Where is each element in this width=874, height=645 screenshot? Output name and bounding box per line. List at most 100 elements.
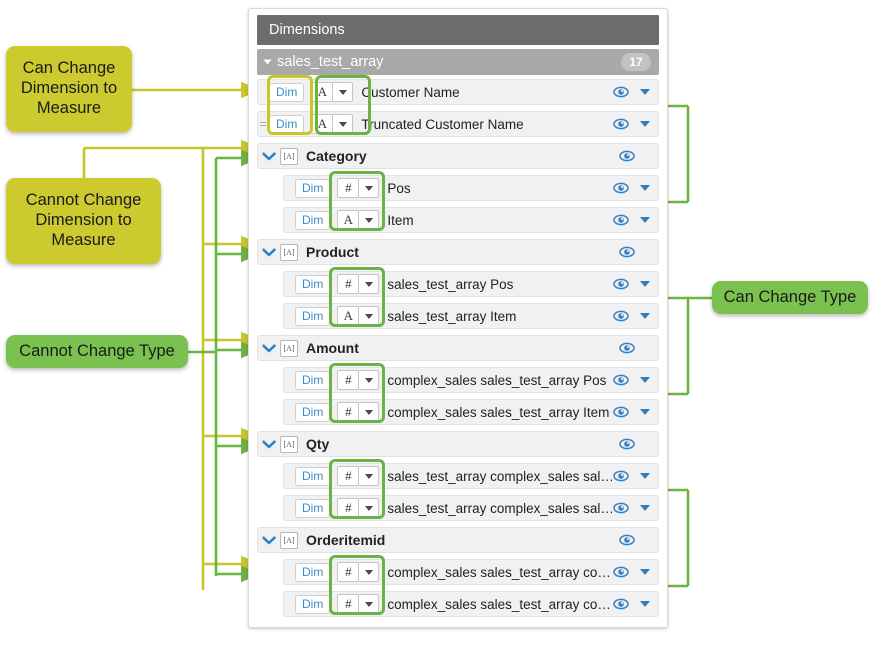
collapse-chevron-icon[interactable]	[258, 536, 280, 545]
dimension-badge[interactable]: Dim	[295, 466, 331, 486]
type-selector[interactable]: #	[337, 594, 380, 614]
dimension-badge[interactable]: Dim	[295, 274, 331, 294]
visibility-eye-icon[interactable]	[612, 277, 630, 291]
visibility-eye-icon[interactable]	[612, 405, 630, 419]
dimension-badge[interactable]: Dim	[295, 562, 331, 582]
row-chevron-down-icon[interactable]	[640, 409, 650, 415]
visibility-eye-icon[interactable]	[612, 565, 630, 579]
visibility-eye-icon[interactable]	[618, 533, 636, 547]
type-icon[interactable]: #	[337, 466, 360, 486]
type-chevron-down-icon[interactable]	[359, 178, 380, 198]
type-selector[interactable]: #	[337, 402, 380, 422]
type-icon[interactable]: #	[337, 562, 360, 582]
type-selector[interactable]: #	[337, 498, 380, 518]
collapse-chevron-icon[interactable]	[258, 440, 280, 449]
visibility-eye-icon[interactable]	[612, 309, 630, 323]
table-group-bar[interactable]: sales_test_array 17	[257, 49, 659, 75]
dimension-badge[interactable]: Dim	[295, 402, 331, 422]
visibility-eye-icon[interactable]	[618, 437, 636, 451]
type-chevron-down-icon[interactable]	[359, 306, 380, 326]
row-chevron-down-icon[interactable]	[640, 313, 650, 319]
dimension-badge[interactable]: Dim	[295, 370, 331, 390]
visibility-eye-icon[interactable]	[612, 501, 630, 515]
field-row[interactable]: =Dim#complex_sales sales_test_array co…	[283, 559, 659, 585]
triangle-down-icon[interactable]	[263, 59, 272, 65]
dimension-badge[interactable]: Dim	[295, 306, 331, 326]
type-selector[interactable]: #	[337, 274, 380, 294]
type-chevron-down-icon[interactable]	[333, 114, 354, 134]
type-selector[interactable]: A	[311, 114, 354, 134]
visibility-eye-icon[interactable]	[618, 245, 636, 259]
type-chevron-down-icon[interactable]	[359, 466, 380, 486]
dimension-badge[interactable]: Dim	[295, 594, 331, 614]
row-chevron-down-icon[interactable]	[640, 121, 650, 127]
type-selector[interactable]: #	[337, 562, 380, 582]
visibility-eye-icon[interactable]	[612, 469, 630, 483]
field-row[interactable]: =Dim#Pos	[283, 175, 659, 201]
field-row[interactable]: =Dim#complex_sales sales_test_array co…	[283, 591, 659, 617]
type-chevron-down-icon[interactable]	[359, 370, 380, 390]
type-selector[interactable]: #	[337, 178, 380, 198]
row-chevron-down-icon[interactable]	[640, 217, 650, 223]
group-row[interactable]: [A]Category	[257, 143, 659, 169]
type-icon[interactable]: A	[337, 306, 360, 326]
row-chevron-down-icon[interactable]	[640, 505, 650, 511]
type-selector[interactable]: A	[337, 306, 380, 326]
row-chevron-down-icon[interactable]	[640, 89, 650, 95]
dimension-badge[interactable]: Dim	[295, 178, 331, 198]
type-chevron-down-icon[interactable]	[359, 402, 380, 422]
type-icon[interactable]: #	[337, 594, 360, 614]
collapse-chevron-icon[interactable]	[258, 344, 280, 353]
type-chevron-down-icon[interactable]	[333, 82, 354, 102]
row-chevron-down-icon[interactable]	[640, 185, 650, 191]
type-chevron-down-icon[interactable]	[359, 562, 380, 582]
type-chevron-down-icon[interactable]	[359, 498, 380, 518]
group-row[interactable]: [A]Product	[257, 239, 659, 265]
row-chevron-down-icon[interactable]	[640, 281, 650, 287]
field-row[interactable]: =Dim#complex_sales sales_test_array Item	[283, 399, 659, 425]
group-row[interactable]: [A]Qty	[257, 431, 659, 457]
collapse-chevron-icon[interactable]	[258, 248, 280, 257]
row-chevron-down-icon[interactable]	[640, 473, 650, 479]
type-chevron-down-icon[interactable]	[359, 210, 380, 230]
type-icon[interactable]: #	[337, 370, 360, 390]
visibility-eye-icon[interactable]	[612, 213, 630, 227]
field-row[interactable]: =Dim#sales_test_array Pos	[283, 271, 659, 297]
type-icon[interactable]: #	[337, 178, 360, 198]
field-row[interactable]: =Dim#sales_test_array complex_sales sal…	[283, 463, 659, 489]
collapse-chevron-icon[interactable]	[258, 152, 280, 161]
type-icon[interactable]: #	[337, 274, 360, 294]
type-chevron-down-icon[interactable]	[359, 274, 380, 294]
dimension-badge[interactable]: Dim	[295, 210, 331, 230]
visibility-eye-icon[interactable]	[612, 597, 630, 611]
row-chevron-down-icon[interactable]	[640, 569, 650, 575]
type-icon[interactable]: A	[311, 82, 334, 102]
visibility-eye-icon[interactable]	[618, 149, 636, 163]
row-chevron-down-icon[interactable]	[640, 601, 650, 607]
group-row[interactable]: [A]Amount	[257, 335, 659, 361]
visibility-eye-icon[interactable]	[612, 85, 630, 99]
dimension-badge[interactable]: Dim	[269, 114, 305, 134]
visibility-eye-icon[interactable]	[618, 341, 636, 355]
field-row[interactable]: =Dim#complex_sales sales_test_array Pos	[283, 367, 659, 393]
type-icon[interactable]: #	[337, 498, 360, 518]
visibility-eye-icon[interactable]	[612, 117, 630, 131]
group-row[interactable]: [A]Orderitemid	[257, 527, 659, 553]
type-icon[interactable]: #	[337, 402, 360, 422]
type-selector[interactable]: #	[337, 466, 380, 486]
dimension-badge[interactable]: Dim	[295, 498, 331, 518]
type-selector[interactable]: A	[311, 82, 354, 102]
field-row[interactable]: =Dim#sales_test_array complex_sales sal…	[283, 495, 659, 521]
type-icon[interactable]: A	[311, 114, 334, 134]
type-selector[interactable]: A	[337, 210, 380, 230]
type-icon[interactable]: A	[337, 210, 360, 230]
visibility-eye-icon[interactable]	[612, 181, 630, 195]
visibility-eye-icon[interactable]	[612, 373, 630, 387]
type-chevron-down-icon[interactable]	[359, 594, 380, 614]
row-chevron-down-icon[interactable]	[640, 377, 650, 383]
type-selector[interactable]: #	[337, 370, 380, 390]
